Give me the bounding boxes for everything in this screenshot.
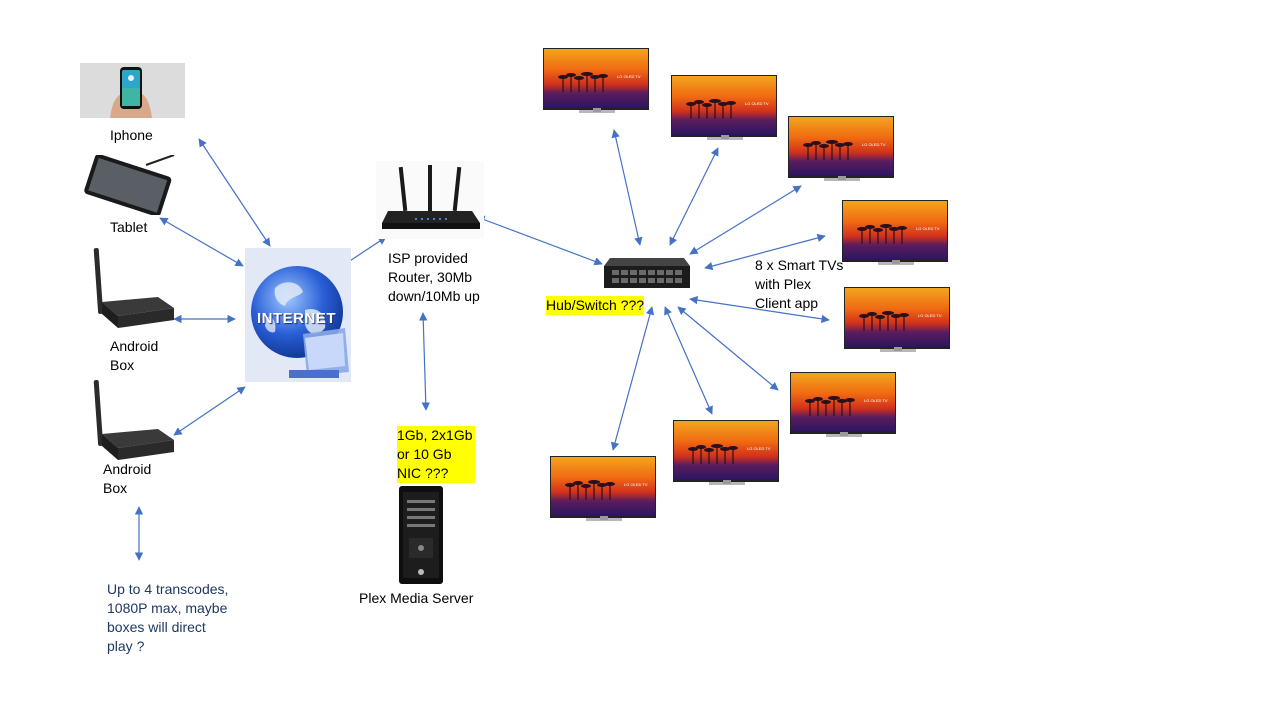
- smart-tv-7: LG OLED TV: [673, 420, 779, 485]
- tv-brand-text: LG OLED TV: [745, 101, 769, 106]
- tv-brand-text: LG OLED TV: [918, 313, 942, 318]
- arrow-switch-tv4: [704, 233, 826, 271]
- arrow-switch-tv2: [669, 147, 719, 246]
- arrow-switch-tv7: [664, 306, 713, 415]
- iphone-image: [80, 63, 185, 118]
- router-label: ISP provided Router, 30Mb down/10Mb up: [388, 250, 480, 304]
- arrow-switch-tv1: [611, 129, 643, 246]
- tablet-image: [84, 155, 175, 215]
- arrow-router-switch: [476, 215, 603, 266]
- arrow-router-server: [419, 312, 430, 411]
- smart-tv-3: LG OLED TV: [788, 116, 894, 181]
- tv-brand-text: LG OLED TV: [916, 226, 940, 231]
- smart-tv-6: LG OLED TV: [790, 372, 896, 437]
- smart-tv-2: LG OLED TV: [671, 75, 777, 140]
- tv-brand-text: LG OLED TV: [862, 142, 886, 147]
- tvs-label: 8 x Smart TVs with Plex Client app: [755, 257, 844, 311]
- server-label: Plex Media Server: [359, 590, 474, 606]
- arrow-iphone-internet: [198, 138, 271, 247]
- android-box-1-image: [93, 248, 174, 328]
- android-box-1-label: Android Box: [110, 338, 159, 373]
- smart-tv-8: LG OLED TV: [550, 456, 656, 521]
- server-nic-label: 1Gb, 2x1Gb or 10 Gb NIC ???: [397, 426, 475, 483]
- tv-brand-text: LG OLED TV: [617, 74, 641, 79]
- smart-tv-5: LG OLED TV: [844, 287, 950, 352]
- smart-tv-1: LG OLED TV: [543, 48, 649, 113]
- android-box-2-label: Android Box: [103, 461, 152, 496]
- tv-brand-text: LG OLED TV: [864, 398, 888, 403]
- server-tower-image: [399, 486, 443, 584]
- internet-globe-image: INTERNET: [245, 248, 351, 382]
- arrow-tablet-internet: [159, 217, 244, 267]
- switch-label: Hub/Switch ???: [546, 296, 645, 315]
- switch-image: [604, 258, 690, 288]
- tv-brand-text: LG OLED TV: [624, 482, 648, 487]
- internet-label: INTERNET: [257, 310, 336, 327]
- smart-tv-4: LG OLED TV: [842, 200, 948, 265]
- iphone-label: Iphone: [110, 127, 153, 143]
- transcode-note: Up to 4 transcodes, 1080P max, maybe box…: [107, 581, 229, 654]
- tablet-label: Tablet: [110, 219, 148, 235]
- arrow-switch-tv6: [677, 306, 779, 391]
- arrow-switch-tv3: [689, 185, 802, 255]
- tv-brand-text: LG OLED TV: [747, 446, 771, 451]
- arrow-switch-tv8: [610, 306, 655, 451]
- arrow-box2-internet: [173, 386, 246, 436]
- android-box-2-image: [93, 380, 174, 460]
- router-image: [376, 161, 484, 239]
